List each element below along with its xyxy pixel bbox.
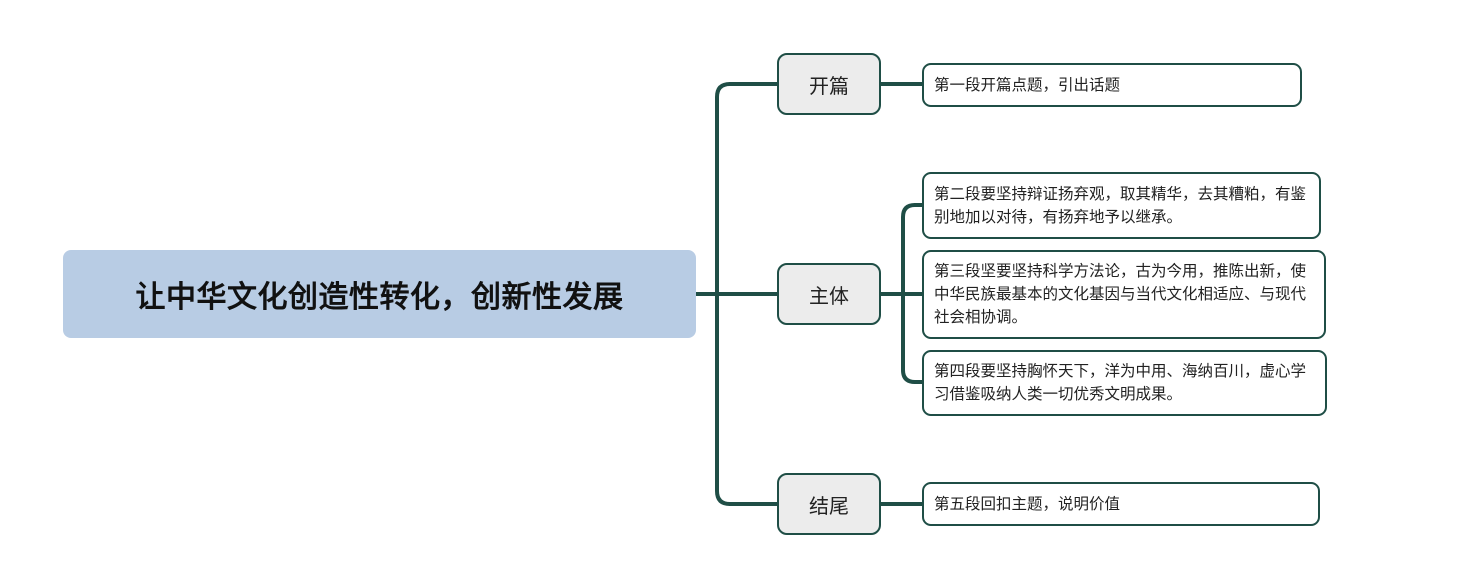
- leaf-paragraph-1-text: 第一段开篇点题，引出话题: [934, 75, 1121, 94]
- leaf-paragraph-5[interactable]: 第五段回扣主题，说明价值: [922, 482, 1320, 526]
- leaf-paragraph-2-text: 第二段要坚持辩证扬弃观，取其精华，去其糟粕，有鉴别地加以对待，有扬弃地予以继承。: [934, 184, 1307, 226]
- root-topic[interactable]: 让中华文化创造性转化，创新性发展: [63, 250, 696, 338]
- leaf-paragraph-3-text: 第三段坚要坚持科学方法论，古为今用，推陈出新，使中华民族最基本的文化基因与当代文…: [934, 262, 1307, 326]
- branch-opening[interactable]: 开篇: [777, 53, 881, 115]
- leaf-paragraph-2[interactable]: 第二段要坚持辩证扬弃观，取其精华，去其糟粕，有鉴别地加以对待，有扬弃地予以继承。: [922, 172, 1321, 239]
- branch-ending-label: 结尾: [809, 493, 849, 518]
- leaf-paragraph-4-text: 第四段要坚持胸怀天下，洋为中用、海纳百川，虚心学习借鉴吸纳人类一切优秀文明成果。: [934, 362, 1307, 403]
- branch-body[interactable]: 主体: [777, 263, 881, 325]
- leaf-paragraph-3[interactable]: 第三段坚要坚持科学方法论，古为今用，推陈出新，使中华民族最基本的文化基因与当代文…: [922, 250, 1326, 339]
- branch-ending[interactable]: 结尾: [777, 473, 881, 535]
- leaf-paragraph-1[interactable]: 第一段开篇点题，引出话题: [922, 63, 1302, 107]
- leaf-paragraph-4[interactable]: 第四段要坚持胸怀天下，洋为中用、海纳百川，虚心学习借鉴吸纳人类一切优秀文明成果。: [922, 350, 1327, 416]
- branch-body-label: 主体: [809, 283, 849, 308]
- branch-opening-label: 开篇: [809, 73, 849, 98]
- leaf-paragraph-5-text: 第五段回扣主题，说明价值: [934, 494, 1121, 513]
- root-topic-label: 让中华文化创造性转化，创新性发展: [135, 280, 624, 315]
